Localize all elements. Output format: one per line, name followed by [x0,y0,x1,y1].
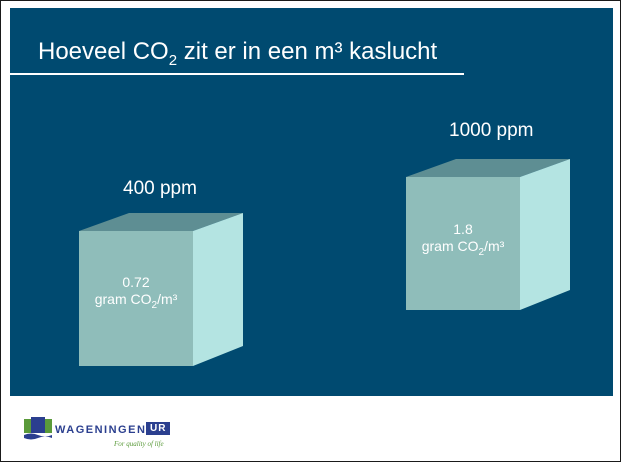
logo-wordmark: WAGENINGEN [55,424,147,436]
slide: Hoeveel CO2 zit er in een m³ kaslucht 40… [10,8,613,396]
cube-2-side [520,159,570,310]
cube-1-front [79,231,193,366]
cube-1-text: 0.72 gram CO2/m³ [79,274,193,314]
cube-2-label: 1000 ppm [449,120,534,141]
logo-ur-badge: UR [146,422,171,435]
cube-illustrations [79,159,570,366]
title-underline [10,73,464,75]
footer: WAGENINGEN UR For quality of life [10,400,613,455]
wageningen-logo-icon [24,417,52,440]
cube-2-text: 1.8 gram CO2/m³ [406,221,520,261]
cube-1-side [193,213,243,366]
slide-title: Hoeveel CO2 zit er in een m³ kaslucht [38,38,438,69]
cube-1-label: 400 ppm [123,178,197,199]
cube-2-unit: gram CO2/m³ [421,238,505,258]
cube-2-top [406,159,570,177]
cube-1-top [79,213,243,231]
cube-2-value: 1.8 [453,221,473,237]
cube-1-unit: gram CO2/m³ [94,291,178,311]
logo-tagline: For quality of life [114,440,164,448]
cube-1-value: 0.72 [122,274,150,290]
cube-2-front [406,177,520,310]
